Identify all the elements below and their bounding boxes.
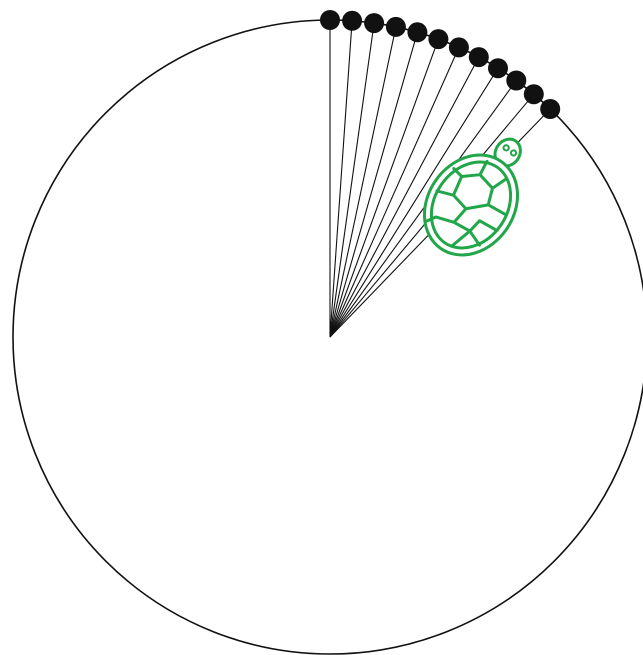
spoke-end-dot-9 [488, 58, 508, 78]
spoke-end-dot-7 [449, 37, 469, 57]
dots-group [320, 10, 560, 119]
spoke-end-dot-6 [428, 29, 448, 49]
spoke-2 [330, 21, 352, 337]
spoke-end-dot-12 [540, 99, 560, 119]
spoke-end-dot-3 [364, 13, 384, 33]
spoke-end-dot-1 [320, 10, 340, 30]
spoke-end-dot-4 [386, 17, 406, 37]
spoke-end-dot-2 [342, 11, 362, 31]
spoke-end-dot-10 [506, 71, 526, 91]
spoke-end-dot-8 [469, 47, 489, 67]
spoke-end-dot-11 [524, 84, 544, 104]
spoke-3 [330, 23, 374, 337]
turtle-icon [405, 116, 551, 273]
spoke-end-dot-5 [407, 22, 427, 42]
